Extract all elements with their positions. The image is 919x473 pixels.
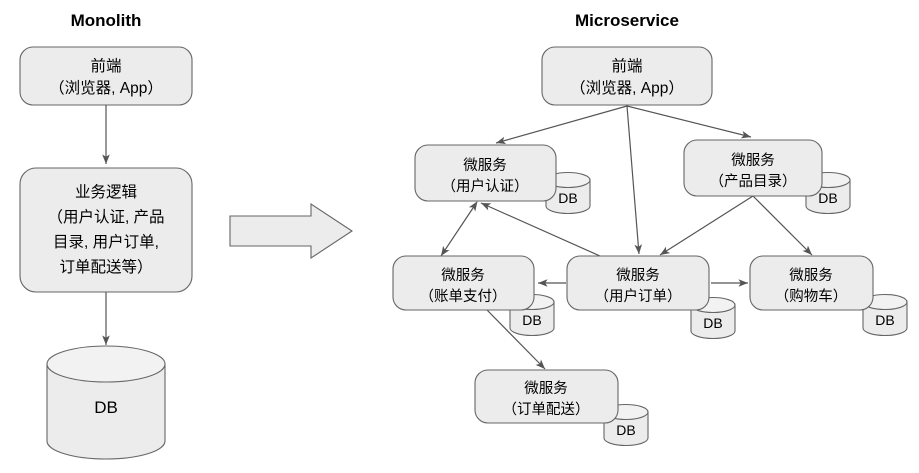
service-billing-line1: 微服务 (441, 267, 485, 284)
edge-frontend-to-orders (626, 105, 643, 255)
edge-catalog-to-cart (752, 195, 813, 256)
service-billing-box (392, 255, 535, 311)
edge-frontend-to-auth (495, 105, 628, 145)
monolith-frontend-line1: 前端 (90, 57, 121, 75)
edge-frontend-to-catalog (626, 105, 752, 139)
edge-catalog-to-orders (659, 195, 754, 256)
monolith-section-title: Monolith (71, 11, 142, 30)
transform-block-arrow-icon (229, 202, 354, 260)
service-billing-db-label: DB (522, 312, 541, 328)
service-catalog-box (683, 139, 823, 197)
service-catalog-line1: 微服务 (731, 152, 775, 169)
service-cart-db[interactable]: DB (862, 293, 908, 337)
monolith-db-cylinder-top (46, 345, 166, 383)
monolith-logic-line4: 订单配送等） (59, 258, 152, 276)
microservice-frontend-box (541, 46, 713, 106)
edge-billing-to-shipping (486, 309, 546, 370)
service-orders-node[interactable]: 微服务 （用户订单） (566, 255, 710, 311)
service-cart-db-body (862, 301, 908, 337)
monolith-logic-line2: （用户认证, 产品 (47, 208, 164, 226)
service-orders-line1: 微服务 (616, 267, 660, 284)
service-auth-db[interactable]: DB (545, 171, 591, 215)
microservice-frontend-line1: 前端 (611, 57, 642, 75)
service-auth-node[interactable]: 微服务 （用户认证） (414, 144, 557, 202)
service-shipping-node[interactable]: 微服务 （订单配送） (474, 369, 619, 424)
monolith-logic-line3: 目录, 用户订单, (53, 233, 159, 251)
service-auth-box (414, 144, 557, 202)
service-orders-line2: （用户订单） (595, 288, 682, 305)
service-billing-node[interactable]: 微服务 （账单支付） (392, 255, 535, 311)
service-catalog-line2: （产品目录） (710, 173, 797, 190)
service-cart-db-label: DB (875, 312, 894, 328)
service-cart-line1: 微服务 (789, 267, 833, 284)
monolith-frontend-node[interactable]: 前端 （浏览器, App） (19, 46, 193, 106)
service-cart-box (749, 255, 874, 311)
service-shipping-line1: 微服务 (524, 380, 568, 397)
service-cart-node[interactable]: 微服务 （购物车） (749, 255, 874, 311)
service-auth-db-body (545, 179, 591, 215)
service-orders-box (566, 255, 710, 311)
monolith-business-logic-node[interactable]: 业务逻辑 （用户认证, 产品 目录, 用户订单, 订单配送等） (19, 167, 193, 293)
service-shipping-line2: （订单配送） (503, 401, 590, 418)
service-catalog-db-label: DB (818, 190, 837, 206)
service-billing-line2: （账单支付） (420, 288, 507, 305)
service-orders-db-label: DB (703, 315, 722, 331)
service-catalog-node[interactable]: 微服务 （产品目录） (683, 139, 823, 197)
microservice-section-title: Microservice (575, 11, 679, 30)
service-auth-line2: （用户认证） (442, 178, 529, 195)
service-shipping-box (474, 369, 619, 424)
monolith-frontend-line2: （浏览器, App） (49, 79, 163, 97)
monolith-database-node[interactable]: DB (46, 345, 166, 460)
monolith-logic-line1: 业务逻辑 (75, 183, 137, 201)
service-shipping-db-label: DB (616, 422, 635, 438)
edge-auth-billing-bidirectional (440, 201, 478, 257)
microservice-frontend-node[interactable]: 前端 （浏览器, App） (541, 46, 713, 106)
edge-orders-to-auth (480, 202, 601, 257)
service-auth-db-label: DB (558, 190, 577, 206)
service-auth-line1: 微服务 (463, 157, 507, 174)
service-cart-line2: （购物车） (775, 288, 848, 305)
microservice-frontend-line2: （浏览器, App） (570, 79, 684, 97)
service-shipping-db-body (603, 411, 649, 447)
service-orders-db-body (690, 304, 736, 340)
monolith-db-label: DB (94, 398, 118, 417)
monolith-db-cylinder-body (46, 363, 166, 460)
